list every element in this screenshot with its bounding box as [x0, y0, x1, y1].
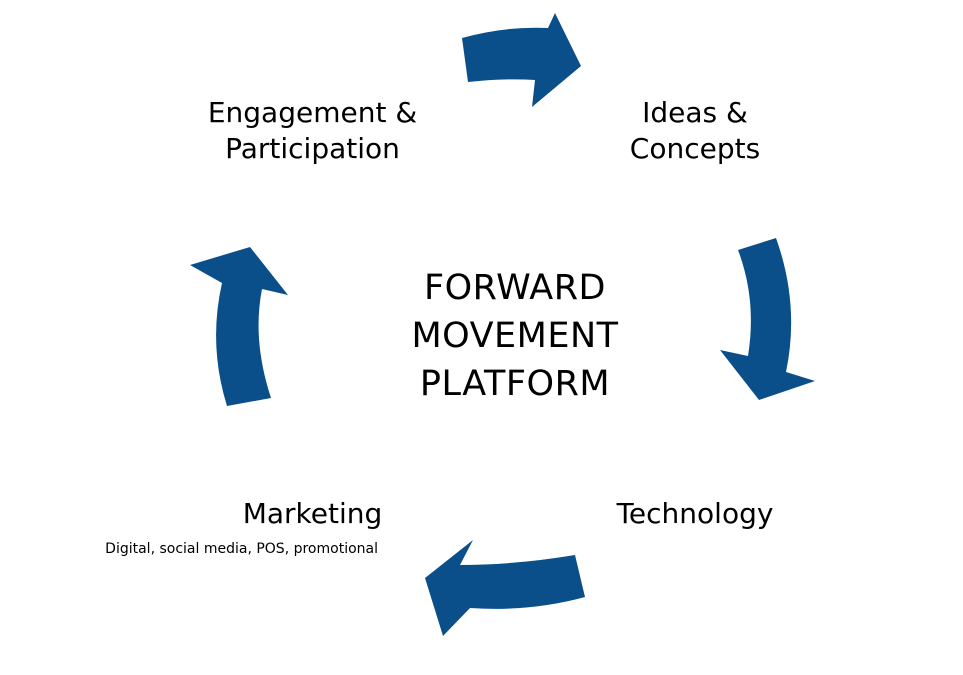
node-technology: Technology: [610, 496, 780, 532]
node-marketing-detail: Digital, social media, POS, promotional: [105, 541, 378, 557]
node-engagement-line-2: Participation: [225, 132, 400, 165]
center-title-line-3: PLATFORM: [419, 364, 611, 404]
arrow-left-icon: [190, 247, 288, 406]
center-title: FORWARD MOVEMENT PLATFORM: [385, 264, 645, 408]
arrow-top-icon: [462, 13, 581, 107]
node-technology-label: Technology: [616, 497, 774, 530]
center-title-line-2: MOVEMENT: [411, 316, 619, 356]
node-marketing: Marketing: [230, 496, 395, 532]
arrow-bottom-icon: [425, 540, 585, 636]
center-title-line-1: FORWARD: [424, 268, 606, 308]
node-engagement-participation: Engagement & Participation: [200, 95, 425, 167]
node-ideas-concepts: Ideas & Concepts: [610, 95, 780, 167]
node-ideas-line-1: Ideas &: [642, 96, 748, 129]
node-ideas-line-2: Concepts: [629, 132, 761, 165]
arrow-right-icon: [720, 238, 815, 400]
node-engagement-line-1: Engagement &: [207, 96, 418, 129]
node-marketing-label: Marketing: [242, 497, 383, 530]
